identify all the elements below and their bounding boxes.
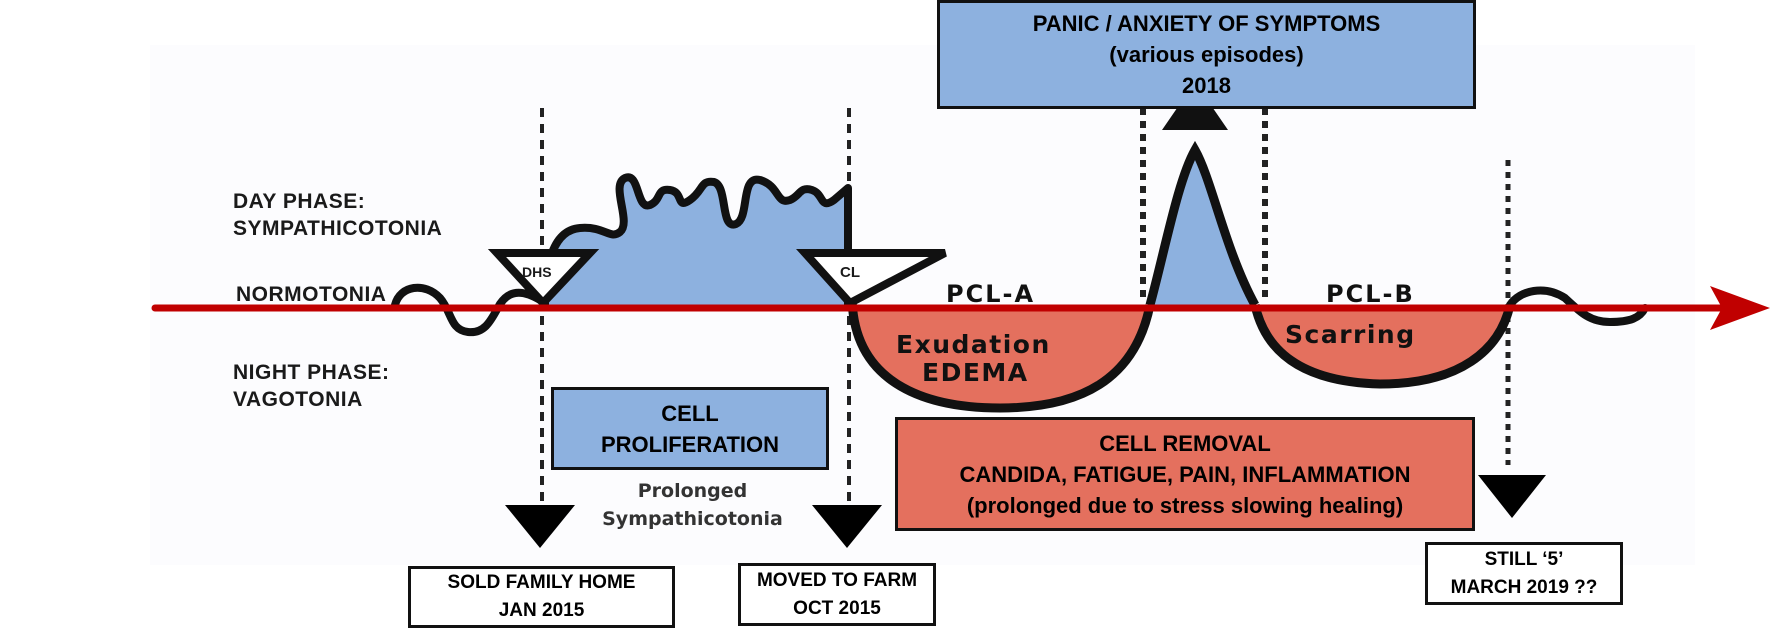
cell-proliferation-line1: CELL [661, 400, 719, 426]
night-phase-line1: NIGHT PHASE: [233, 361, 390, 384]
sold-home-line2: JAN 2015 [498, 600, 585, 621]
pcl-a-outline [847, 294, 1155, 413]
pcl-b-outline [1250, 303, 1515, 389]
cell-removal-line2: CANDIDA, FATIGUE, PAIN, INFLAMMATION [959, 461, 1411, 487]
night-phase-label: NIGHT PHASE: VAGOTONIA [233, 359, 390, 413]
panic-box-line2: (various episodes) [1109, 42, 1304, 67]
prolonged-line1: Prolonged [637, 480, 748, 502]
prolonged-line2: Sympathicotonia [602, 508, 783, 530]
moved-to-farm-box: MOVED TO FARM OCT 2015 [738, 563, 936, 626]
edema-label: EDEMA [922, 358, 1029, 387]
down-arrow-icon-dhs [505, 505, 575, 548]
dhs-marker-label: DHS [522, 264, 552, 280]
epileptoid-crisis-peak [1150, 150, 1255, 305]
day-phase-label: DAY PHASE: SYMPATHICOTONIA [233, 188, 442, 242]
moved-farm-line1: MOVED TO FARM [756, 569, 918, 591]
moved-farm-line2: OCT 2015 [793, 597, 881, 619]
panic-anxiety-box: PANIC / ANXIETY OF SYMPTOMS (various epi… [937, 0, 1476, 109]
sympathicotonia-area [541, 173, 852, 309]
sympathicotonia-baseline-cover [549, 292, 844, 306]
timeline-arrowhead-icon [1710, 286, 1770, 330]
panic-box-line1: PANIC / ANXIETY OF SYMPTOMS [1032, 11, 1381, 36]
pcl-b-label: PCL-B [1326, 280, 1415, 308]
pcl-a-label: PCL-A [946, 280, 1036, 308]
panic-box-line3: 2018 [1182, 73, 1231, 98]
exudation-label: Exudation [896, 330, 1051, 359]
still-5-line1: STILL ‘5’ [1484, 548, 1564, 570]
cell-removal-box: CELL REMOVAL CANDIDA, FATIGUE, PAIN, INF… [895, 417, 1475, 531]
normotonia-label: NORMOTONIA [236, 283, 387, 306]
cl-marker-label: CL [840, 264, 860, 281]
pcl-b-area [1255, 305, 1510, 382]
dhs-marker-icon [487, 249, 600, 309]
still-5-box: STILL ‘5’ MARCH 2019 ?? [1425, 542, 1623, 605]
still-5-line2: MARCH 2019 ?? [1450, 576, 1598, 598]
pcl-a-area [852, 305, 1150, 405]
down-arrow-icon-end [1478, 475, 1546, 518]
scarring-label: Scarring [1285, 320, 1416, 349]
epileptoid-crisis-outline [1145, 140, 1259, 308]
sold-home-line1: SOLD FAMILY HOME [447, 572, 636, 593]
normotonia-wave-left [391, 283, 544, 337]
normotonia-wave-right [1506, 286, 1649, 327]
sold-family-home-box: SOLD FAMILY HOME JAN 2015 [408, 566, 675, 628]
cl-marker-icon [796, 249, 947, 308]
down-arrow-icon-cl [812, 505, 882, 548]
day-phase-line2: SYMPATHICOTONIA [233, 217, 443, 240]
prolonged-sympathicotonia-label: Prolonged Sympathicotonia [590, 477, 795, 533]
cell-proliferation-box: CELL PROLIFERATION [551, 387, 829, 470]
night-phase-line2: VAGOTONIA [233, 388, 363, 411]
cell-removal-line1: CELL REMOVAL [1099, 430, 1271, 456]
cell-proliferation-line2: PROLIFERATION [600, 431, 780, 457]
day-phase-line1: DAY PHASE: [233, 190, 366, 213]
cell-removal-line3: (prolonged due to stress slowing healing… [966, 492, 1404, 518]
